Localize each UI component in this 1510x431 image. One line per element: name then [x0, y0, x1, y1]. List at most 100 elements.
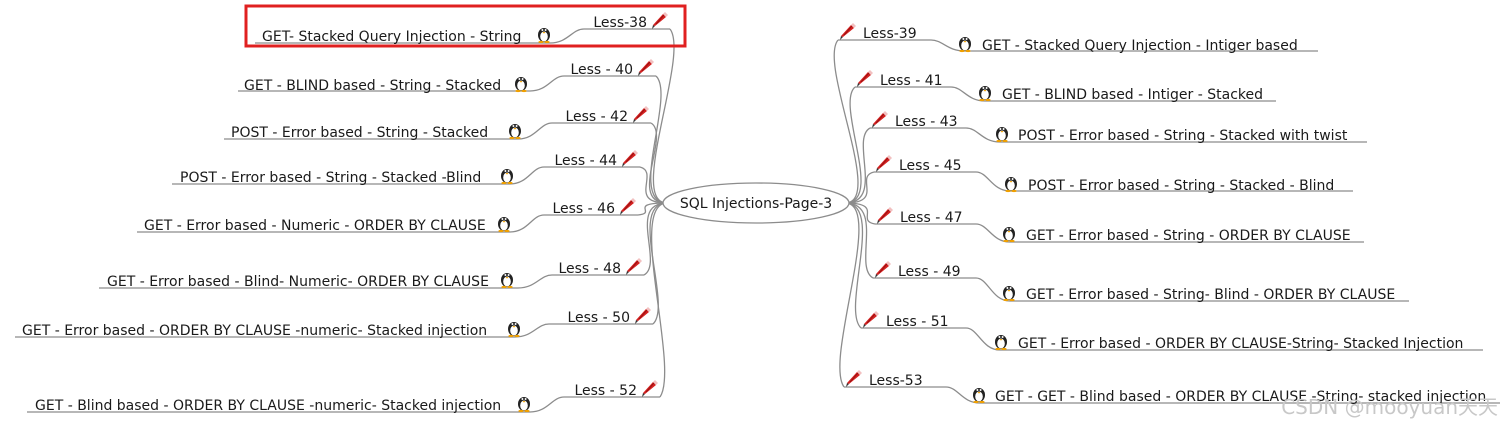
lesson-description: GET - Blind based - ORDER BY CLAUSE -num…: [35, 398, 501, 414]
lesson-label: Less - 47: [900, 210, 963, 226]
linux-penguin-icon: [498, 217, 510, 233]
center-node-label: SQL Injections-Page-3: [680, 196, 832, 212]
lesson-label: Less-53: [869, 373, 923, 389]
lesson-label: Less - 40: [570, 62, 633, 78]
right-branch-3[interactable]: Less - 43 POST - Error based - String - S…: [871, 110, 1348, 144]
linux-penguin-icon: [1003, 227, 1015, 243]
branch-connector: [844, 202, 874, 279]
left-branch-6[interactable]: Less - 48 GET - Error based - Blind- Nume…: [107, 257, 643, 290]
right-branch-4[interactable]: Less - 45 POST - Error based - String - S…: [875, 154, 1334, 194]
watermark: CSDN @mooyuan天天: [1281, 395, 1498, 419]
linux-penguin-icon: [979, 86, 991, 102]
pencil-icon: [641, 379, 659, 398]
center-node[interactable]: SQL Injections-Page-3: [662, 182, 850, 224]
description-underline: [930, 39, 1318, 52]
pencil-icon: [619, 197, 637, 216]
linux-penguin-icon: [1005, 177, 1017, 193]
lesson-description: POST - Error based - String - Stacked: [231, 125, 488, 141]
description-underline: [255, 28, 585, 44]
description-underline: [945, 386, 1500, 404]
pencil-icon: [875, 154, 893, 173]
branch-connector: [844, 171, 875, 204]
lesson-description: POST - Error based - String - Stacked -B…: [180, 170, 481, 186]
lesson-label: Less - 48: [558, 261, 621, 277]
branch-connector: [650, 75, 668, 204]
lesson-description: GET - Stacked Query Injection - Intiger …: [982, 38, 1298, 54]
branch-connector: [643, 202, 668, 276]
branch-connector: [648, 122, 668, 204]
lesson-label: Less - 52: [574, 383, 637, 399]
lesson-description: GET - Error based - String- Blind - ORDE…: [1026, 287, 1395, 303]
left-branch-2[interactable]: Less - 40 GET - BLIND based - String - St…: [244, 58, 655, 94]
highlight-box: [244, 4, 687, 48]
connector-layer: [15, 28, 1500, 413]
description-underline: [15, 323, 550, 338]
lesson-description: GET - BLIND based - String - Stacked: [244, 78, 501, 94]
branch-connector: [844, 86, 862, 204]
lesson-label: Less - 44: [554, 153, 617, 169]
lesson-description: GET - Error based - String - ORDER BY CL…: [1026, 228, 1351, 244]
linux-penguin-icon: [1003, 286, 1015, 302]
description-underline: [137, 214, 545, 233]
lesson-label: Less-39: [863, 26, 917, 42]
linux-penguin-icon: [501, 169, 513, 185]
linux-penguin-icon: [996, 127, 1008, 143]
lesson-label: Less - 43: [895, 114, 958, 130]
pencil-icon: [839, 22, 857, 41]
linux-penguin-icon: [538, 28, 550, 44]
branch-connector: [833, 39, 859, 204]
pencil-icon: [862, 310, 880, 329]
lesson-label: Less - 45: [899, 158, 962, 174]
pencil-icon: [856, 69, 874, 88]
description-underline: [975, 223, 1364, 243]
lesson-description: GET - Error based - ORDER BY CLAUSE-Stri…: [1018, 336, 1463, 352]
lesson-description: GET - GET - Blind based - ORDER BY CLAUS…: [995, 389, 1486, 405]
right-branch-6[interactable]: Less - 49 GET - Error based - String- Bli…: [874, 260, 1395, 303]
description-underline: [238, 75, 565, 92]
lesson-label: Less - 42: [565, 109, 628, 125]
branch-connector: [844, 202, 864, 329]
branch-connector: [637, 202, 668, 216]
pencil-icon: [871, 110, 889, 129]
description-underline: [950, 86, 1276, 102]
lesson-description: GET - Error based - ORDER BY CLAUSE -num…: [22, 323, 487, 339]
linux-penguin-icon: [501, 273, 513, 289]
lesson-label: Less - 46: [552, 201, 615, 217]
pencil-icon: [876, 206, 894, 225]
pencil-icon: [637, 58, 655, 77]
left-branch-8[interactable]: Less - 52 GET - Blind based - ORDER BY CL…: [35, 379, 659, 414]
lesson-description: GET - Error based - Blind- Numeric- ORDE…: [107, 274, 489, 290]
pencil-icon: [621, 149, 639, 168]
linux-penguin-icon: [518, 397, 530, 413]
description-underline: [975, 277, 1409, 302]
branch-connector: [844, 202, 876, 225]
lesson-label: Less - 49: [898, 264, 961, 280]
linux-penguin-icon: [515, 77, 527, 93]
left-branch-3[interactable]: Less - 42 POST - Error based - String - S…: [231, 105, 650, 141]
lesson-description: POST - Error based - String - Stacked - …: [1028, 178, 1334, 194]
pencil-icon: [845, 369, 863, 388]
description-underline: [965, 327, 1483, 351]
branch-connector: [651, 202, 668, 398]
right-branch-7[interactable]: Less - 51 GET - Error based - ORDER BY CL…: [862, 310, 1463, 352]
pencil-icon: [874, 260, 892, 279]
lesson-description: POST - Error based - String - Stacked wi…: [1018, 128, 1348, 144]
linux-penguin-icon: [959, 37, 971, 53]
branch-connector: [839, 202, 860, 388]
branch-connector: [844, 127, 871, 204]
branch-connector: [652, 28, 675, 204]
description-underline: [27, 396, 565, 413]
description-underline: [99, 274, 553, 289]
left-branch-4[interactable]: Less - 44 POST - Error based - String - S…: [180, 149, 639, 186]
branch-connector: [639, 166, 668, 204]
lesson-label: Less - 51: [886, 314, 949, 330]
right-branch-5[interactable]: Less - 47 GET - Error based - String - OR…: [876, 206, 1351, 244]
